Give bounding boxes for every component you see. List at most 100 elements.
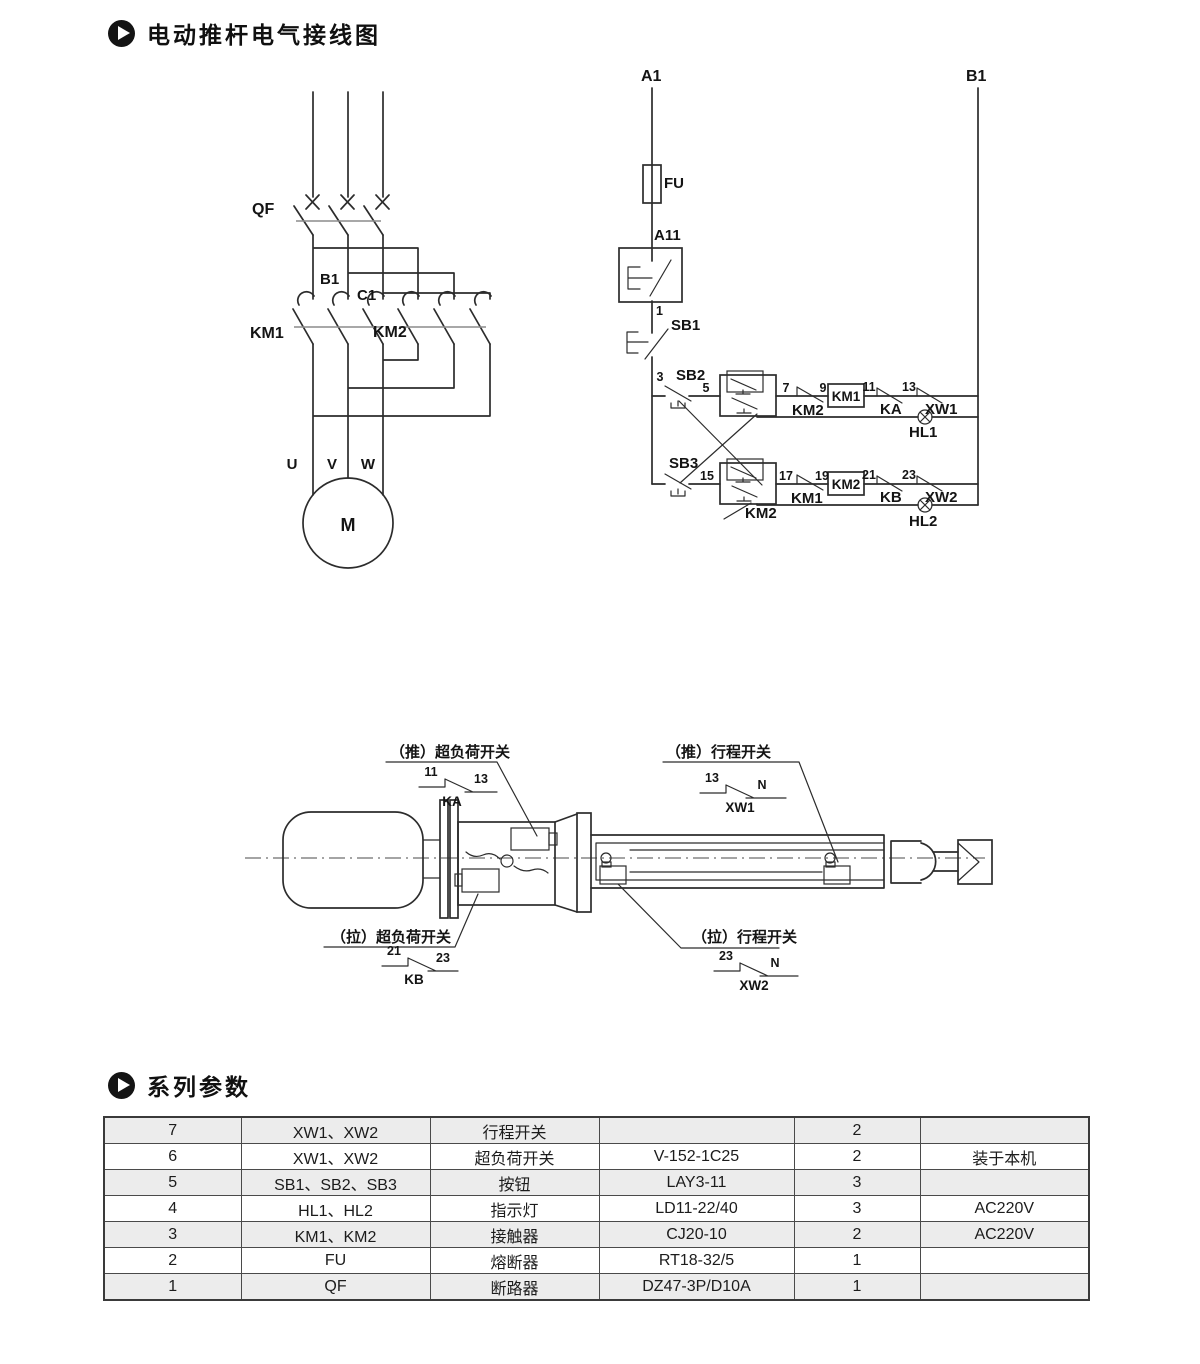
cell-name: 断路器 xyxy=(429,1273,600,1301)
actuator-drawing: （推）超负荷开关 11 13 KA （推）行程开关 13 N XW1 （拉）超负… xyxy=(245,743,993,993)
pull-overload-switch-box xyxy=(461,868,500,893)
cell-name: 超负荷开关 xyxy=(429,1143,600,1170)
table-row: 1 QF 断路器 DZ47-3P/D10A 1 xyxy=(103,1273,1090,1301)
xw1-symbol-label: XW1 xyxy=(725,800,755,815)
pull-travel-callout-text: （拉）行程开关 xyxy=(692,928,797,946)
cell-note: AC220V xyxy=(919,1195,1090,1222)
button-block-2 xyxy=(719,462,777,505)
gear-housing xyxy=(457,821,556,906)
bell-cone xyxy=(554,813,578,913)
table-row: 5 SB1、SB2、SB3 按钮 LAY3-11 3 xyxy=(103,1169,1090,1196)
cell-note: AC220V xyxy=(919,1221,1090,1248)
cell-code: FU xyxy=(240,1247,431,1274)
flange-plate-1 xyxy=(439,799,449,919)
hl2-lamp xyxy=(917,497,933,513)
xw2-contact-label: XW2 xyxy=(925,489,958,506)
push-overload-switch-tab xyxy=(548,832,558,846)
clevis-notch xyxy=(957,842,980,882)
cell-qty: 1 xyxy=(793,1273,921,1301)
a11-label: A11 xyxy=(654,227,681,244)
power-circuit: QF B1 C1 KM1 KM2 U V W M xyxy=(250,91,492,569)
cell-code: SB1、SB2、SB3 xyxy=(240,1169,431,1196)
node-9-label: 9 xyxy=(820,381,827,395)
params-table: 7 XW1、XW2 行程开关 2 6 XW1、XW2 超负荷开关 V-152-1… xyxy=(103,1116,1090,1301)
cell-name: 接触器 xyxy=(429,1221,600,1248)
cell-qty: 3 xyxy=(793,1169,921,1196)
kb-terminal-right: 23 xyxy=(436,951,450,965)
lamp1-branch xyxy=(756,415,979,418)
table-row: 7 XW1、XW2 行程开关 2 xyxy=(103,1116,1090,1144)
xw2-symbol xyxy=(713,962,799,977)
motor-circle xyxy=(302,477,394,569)
ka-symbol xyxy=(418,778,498,793)
a11-box xyxy=(618,247,683,303)
qf-breaker-contacts xyxy=(293,194,390,236)
clevis-block xyxy=(957,839,993,885)
cell-qty: 1 xyxy=(793,1247,921,1274)
rod-and-clevis xyxy=(932,851,959,872)
sb1-contact xyxy=(626,328,669,360)
hl2-label: HL2 xyxy=(909,513,937,530)
kb-symbol-label: KB xyxy=(404,972,424,987)
pull-travel-switch-neck xyxy=(601,861,612,868)
params-section-title: 系列参数 xyxy=(147,1074,251,1100)
outer-tube xyxy=(590,834,885,889)
sb2-contact xyxy=(664,385,692,409)
hl2-lamp-cross xyxy=(919,499,931,511)
sb3-contact xyxy=(664,473,692,497)
cell-num: 1 xyxy=(103,1273,242,1301)
interlock-cross-wires xyxy=(678,400,763,486)
c1-wire-label: C1 xyxy=(357,287,376,304)
pull-overload-leader xyxy=(323,893,479,948)
table-row: 4 HL1、HL2 指示灯 LD11-22/40 3 AC220V xyxy=(103,1195,1090,1222)
pull-travel-switch-roller xyxy=(600,852,612,864)
motor-body xyxy=(282,811,424,909)
kb-terminal-left: 21 xyxy=(387,944,401,958)
cell-qty: 3 xyxy=(793,1195,921,1222)
km2-label: KM2 xyxy=(373,324,407,341)
cell-num: 5 xyxy=(103,1169,242,1196)
node-13-label: 13 xyxy=(902,380,916,394)
wiring-section-header: 电动推杆电气接线图 xyxy=(108,16,381,50)
cell-model: V-152-1C25 xyxy=(598,1143,795,1170)
pull-travel-leader xyxy=(617,883,780,949)
hl1-lamp xyxy=(917,409,933,425)
cell-num: 4 xyxy=(103,1195,242,1222)
cell-num: 7 xyxy=(103,1116,242,1144)
node-3-label: 3 xyxy=(657,370,664,384)
push-travel-switch-box xyxy=(823,865,851,885)
sb2-label: SB2 xyxy=(676,367,705,384)
params-section-header: 系列参数 xyxy=(108,1068,251,1102)
ka-symbol-label: KA xyxy=(442,794,462,809)
button-block-1-inner xyxy=(726,370,764,393)
phase-v-label: V xyxy=(327,456,337,473)
xw1-contact xyxy=(916,387,943,404)
node-23-label: 23 xyxy=(902,468,916,482)
kb-symbol xyxy=(381,957,459,972)
control-rails xyxy=(651,87,979,506)
km2-nc-contact xyxy=(796,386,824,403)
button-block-2-inner xyxy=(726,458,764,481)
km2-nc-label: KM2 xyxy=(792,402,824,419)
push-travel-leader xyxy=(662,761,839,863)
cell-code: XW1、XW2 xyxy=(240,1116,431,1144)
node-17-label: 17 xyxy=(779,469,793,483)
cell-note xyxy=(919,1116,1090,1144)
sb1-label: SB1 xyxy=(671,317,700,334)
play-icon xyxy=(108,19,135,47)
fu-label: FU xyxy=(664,175,684,192)
km2-coil xyxy=(827,471,865,496)
cell-num: 3 xyxy=(103,1221,242,1248)
cell-model: CJ20-10 xyxy=(598,1221,795,1248)
callout-push-overload: （推）超负荷开关 11 13 KA xyxy=(385,743,538,837)
cell-model: RT18-32/5 xyxy=(598,1247,795,1274)
cell-note xyxy=(919,1169,1090,1196)
sb3-label: SB3 xyxy=(669,455,698,472)
kb-contact xyxy=(876,475,903,492)
cell-qty: 2 xyxy=(793,1116,921,1144)
km2-aux-contact xyxy=(723,502,752,520)
pull-travel-switch-box xyxy=(599,865,627,885)
xw1-terminal-right: N xyxy=(757,778,766,792)
node-1-label: 1 xyxy=(656,304,663,318)
